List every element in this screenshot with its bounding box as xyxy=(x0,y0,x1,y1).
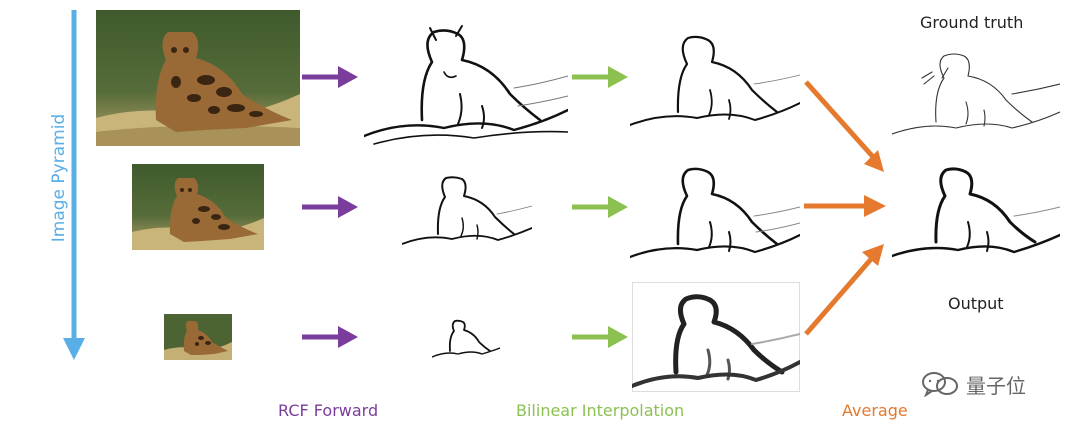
rcf-edge-map-large xyxy=(364,10,568,146)
rcf-edge-map-medium xyxy=(402,164,532,250)
upsampled-edge-map-3 xyxy=(632,282,800,392)
final-output-edge-map xyxy=(892,152,1060,264)
rcf-forward-label: RCF Forward xyxy=(278,401,379,420)
output-label: Output xyxy=(948,294,1004,313)
rcf-forward-arrow-1 xyxy=(302,66,358,88)
average-arrow-1 xyxy=(804,80,884,172)
rcf-edge-map-small xyxy=(432,314,500,360)
upsampled-edge-map-2 xyxy=(630,152,800,266)
rcf-forward-arrow-2 xyxy=(302,196,358,218)
average-label: Average xyxy=(842,401,908,420)
bilinear-arrow-3 xyxy=(572,326,628,348)
bilinear-arrow-1 xyxy=(572,66,628,88)
ground-truth-edge-map xyxy=(892,38,1060,138)
wechat-icon xyxy=(922,372,958,397)
pyramid-arrow xyxy=(63,10,85,360)
rcf-forward-arrow-3 xyxy=(302,326,358,348)
watermark-text: 量子位 xyxy=(966,373,1026,398)
upsampled-edge-map-1 xyxy=(630,20,800,134)
watermark: 量子位 xyxy=(920,370,1026,398)
ground-truth-label: Ground truth xyxy=(920,13,1024,32)
average-arrow-3 xyxy=(804,244,884,336)
leopard-photo-small xyxy=(164,314,232,360)
bilinear-interpolation-label: Bilinear Interpolation xyxy=(516,401,685,420)
leopard-photo-large xyxy=(96,10,300,146)
average-arrow-2 xyxy=(804,195,886,217)
bilinear-arrow-2 xyxy=(572,196,628,218)
leopard-photo-medium xyxy=(132,164,264,250)
